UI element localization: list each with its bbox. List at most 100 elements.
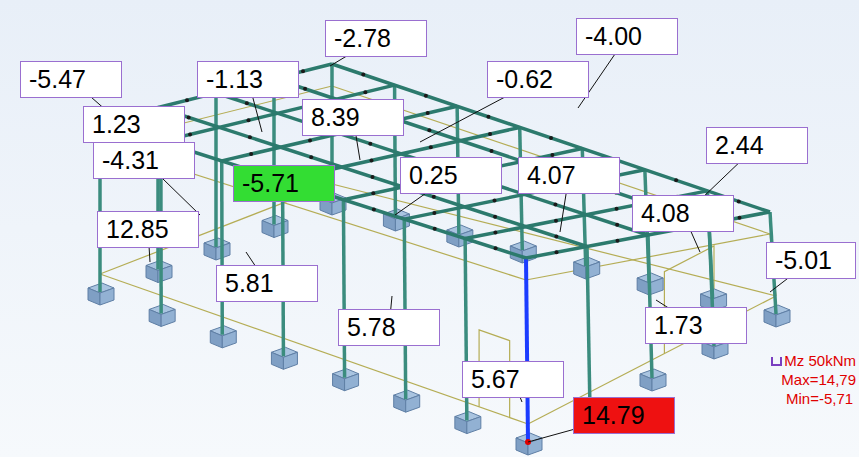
- node-dot: [368, 142, 372, 146]
- node-dot: [371, 191, 375, 195]
- node-dot: [737, 199, 741, 203]
- moment-value: 4.08: [641, 199, 690, 227]
- moment-value-box: -5.01: [766, 242, 856, 279]
- node-dot: [486, 115, 490, 119]
- moment-value-box: 8.39: [302, 99, 404, 136]
- node-dot: [555, 250, 559, 254]
- node-dot: [308, 138, 312, 142]
- footing: [640, 374, 652, 391]
- node-dot: [494, 246, 498, 250]
- footing: [776, 310, 790, 327]
- footing: [345, 374, 359, 391]
- moment-value: -0.62: [496, 65, 553, 93]
- footing: [88, 288, 100, 305]
- footing: [394, 395, 406, 412]
- scale-label: Mz 50kNm: [784, 352, 856, 370]
- moment-value: 5.78: [347, 313, 396, 341]
- node-dot: [426, 111, 430, 115]
- column: [214, 93, 218, 247]
- node-dot: [427, 128, 431, 132]
- moment-value: -4.31: [102, 146, 159, 174]
- moment-value: -5.71: [242, 169, 299, 197]
- moment-value-box: -5.47: [20, 61, 122, 98]
- node-dot: [616, 239, 620, 243]
- node-dot: [371, 175, 375, 179]
- node-dot: [188, 132, 192, 136]
- moment-value: 8.39: [311, 103, 360, 131]
- moment-value-box: 1.73: [645, 307, 747, 344]
- footing: [149, 309, 161, 326]
- node-dot: [429, 145, 433, 149]
- moment-value: -5.47: [29, 65, 86, 93]
- moment-value-box: -5.71: [233, 165, 335, 202]
- node-dot: [493, 199, 497, 203]
- moment-value-box: 5.67: [462, 361, 564, 398]
- node-dot: [185, 98, 189, 102]
- moment-value-box: 5.81: [216, 265, 318, 302]
- scale-symbol: [771, 356, 783, 368]
- moment-value: 1.23: [92, 110, 141, 138]
- node-dot: [554, 219, 558, 223]
- moment-value: 5.67: [471, 365, 520, 393]
- node-dot: [301, 69, 305, 73]
- node-dot: [187, 115, 191, 119]
- node-dot: [738, 216, 742, 220]
- node-dot: [424, 94, 428, 98]
- moment-value: 14.79: [582, 401, 645, 429]
- footing: [467, 417, 481, 434]
- node-dot: [370, 158, 374, 162]
- footing: [574, 262, 586, 279]
- highlighted-column: [526, 258, 528, 442]
- moment-value: 1.73: [654, 311, 703, 339]
- footing: [161, 309, 175, 326]
- footing: [271, 352, 283, 369]
- footing: [100, 288, 114, 305]
- node-dot: [247, 118, 251, 122]
- beam: [216, 93, 648, 235]
- moment-value-box: 1.23: [83, 106, 185, 143]
- moment-value-box: -2.78: [325, 20, 427, 57]
- moment-value-box: 4.08: [632, 195, 734, 232]
- moment-value: 2.44: [715, 131, 764, 159]
- moment-value-box: -0.62: [487, 61, 589, 98]
- column: [272, 79, 276, 225]
- node-dot: [309, 155, 313, 159]
- moment-value: 12.85: [106, 215, 169, 243]
- node-dot: [615, 207, 619, 211]
- footing: [262, 221, 274, 238]
- beam: [332, 64, 770, 212]
- footing: [222, 331, 236, 348]
- node-dot: [490, 149, 494, 153]
- node-dot: [303, 87, 307, 91]
- node-dot: [433, 227, 437, 231]
- node-dot: [248, 135, 252, 139]
- moment-value-box: 4.07: [518, 157, 620, 194]
- footing: [210, 331, 222, 348]
- moment-value: -2.78: [334, 24, 391, 52]
- footing: [333, 374, 345, 391]
- node-dot: [615, 223, 619, 227]
- node-dot: [363, 90, 367, 94]
- scale-label: Min=-5,71: [786, 390, 853, 408]
- moment-value: 4.07: [527, 161, 576, 189]
- node-dot: [554, 235, 558, 239]
- node-dot: [493, 215, 497, 219]
- node-dot: [674, 178, 678, 182]
- footing: [204, 243, 216, 260]
- moment-value: 0.25: [409, 161, 458, 189]
- node-dot: [432, 211, 436, 215]
- moment-value: -1.13: [206, 65, 263, 93]
- column: [220, 161, 224, 335]
- footing: [652, 374, 666, 391]
- moment-value-box: 2.44: [706, 127, 808, 164]
- footing: [274, 221, 288, 238]
- node-dot: [488, 132, 492, 136]
- node-dot: [361, 73, 365, 77]
- column: [587, 247, 590, 411]
- moment-value-box: 5.78: [338, 309, 440, 346]
- node-dot: [553, 203, 557, 207]
- node-dot: [432, 195, 436, 199]
- node-dot: [493, 231, 497, 235]
- moment-value-box: 0.25: [400, 157, 502, 194]
